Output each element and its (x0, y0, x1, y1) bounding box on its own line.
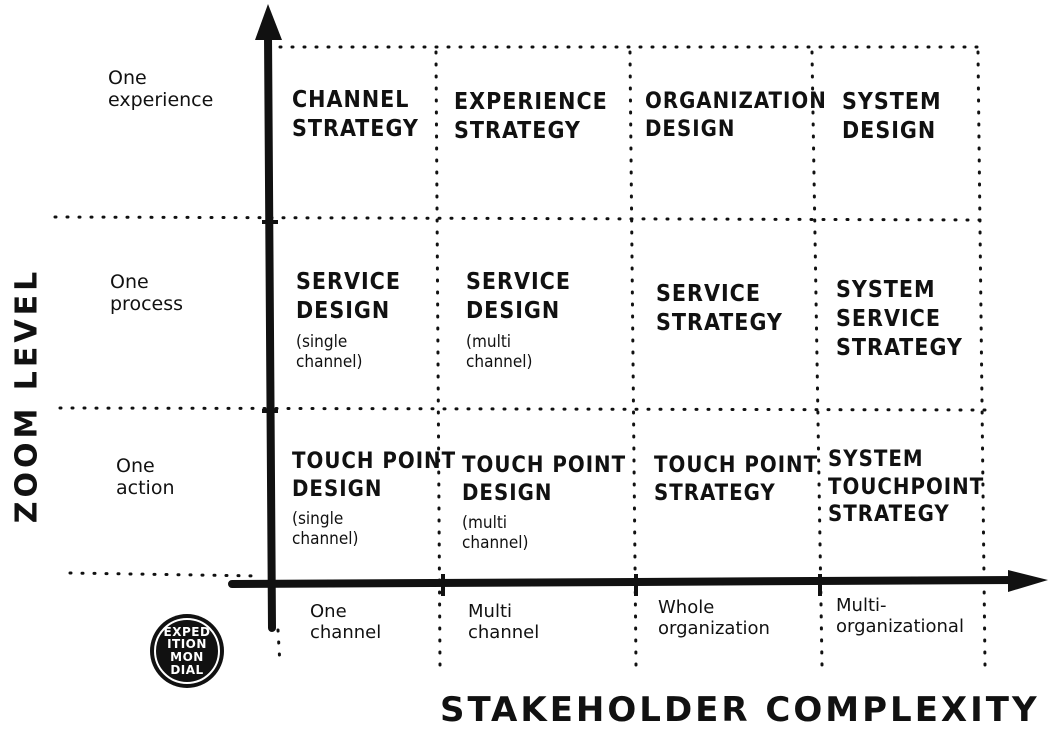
y-axis-line (264, 31, 276, 632)
cell-title: TOUCH POINT DESIGN (462, 453, 627, 506)
grid-line-row2 (58, 406, 987, 412)
y-axis-title: ZOOM LEVEL (6, 265, 48, 525)
cell-touch-point-design-single: TOUCH POINT DESIGN (single channel) (292, 448, 456, 550)
row-label-process: One process (110, 271, 184, 315)
expedition-mondial-logo: EXPED ITION MON DIAL (150, 614, 224, 688)
logo-text-line: EXPED (163, 624, 211, 639)
row-label-action: One action (116, 455, 175, 499)
grid-line-right (976, 50, 987, 667)
cell-service-design-single: SERVICE DESIGN (single channel) (296, 268, 401, 372)
cell-organization-design: ORGANIZATION DESIGN (645, 88, 827, 143)
cell-touch-point-strategy: TOUCH POINT STRATEGY (654, 452, 818, 507)
column-label-multi-organizational: Multi- organizational (836, 595, 964, 637)
logo-ring (154, 618, 220, 684)
column-label-whole-organization: Whole organization (658, 597, 770, 639)
row-label-experience: One experience (108, 67, 214, 111)
grid-line-col1 (434, 50, 442, 667)
cell-touch-point-design-multi: TOUCH POINT DESIGN (multi channel) (462, 452, 626, 554)
cell-title: TOUCH POINT DESIGN (292, 449, 457, 502)
cell-system-touchpoint-strategy: SYSTEM TOUCHPOINT STRATEGY (828, 446, 984, 529)
grid-line-row1 (53, 215, 987, 222)
logo-text-line: ITION (167, 637, 207, 652)
cell-system-service-strategy: SYSTEM SERVICE STRATEGY (836, 276, 963, 362)
column-label-multi-channel: Multi channel (468, 601, 540, 643)
logo-text-line: MON (170, 650, 204, 664)
cell-service-strategy: SERVICE STRATEGY (656, 280, 783, 338)
cell-experience-strategy: EXPERIENCE STRATEGY (454, 88, 608, 146)
logo-text-line: DIAL (170, 662, 204, 677)
cell-title: EXPERIENCE STRATEGY (454, 89, 608, 144)
grid-line-col2 (628, 50, 638, 667)
cell-note: (single channel) (292, 509, 359, 550)
cell-title: CHANNEL STRATEGY (292, 87, 419, 142)
grid-line-left-ext (276, 628, 282, 667)
grid-line-row3 (68, 571, 262, 578)
y-axis-title-text: ZOOM LEVEL (9, 267, 45, 523)
cell-service-design-multi: SERVICE DESIGN (multi channel) (466, 268, 571, 372)
x-axis-title: STAKEHOLDER COMPLEXITY (440, 690, 1040, 730)
cell-channel-strategy: CHANNEL STRATEGY (292, 86, 419, 144)
cell-title: SERVICE DESIGN (466, 269, 572, 324)
y-axis-arrowhead (255, 4, 282, 40)
cell-note: (multi channel) (462, 513, 529, 554)
column-label-one-channel: One channel (310, 601, 382, 643)
cell-system-design: SYSTEM DESIGN (842, 88, 942, 146)
grid-line-col3 (810, 50, 824, 667)
cell-title: TOUCH POINT STRATEGY (654, 453, 819, 506)
cell-title: SYSTEM DESIGN (842, 89, 942, 144)
cell-title: ORGANIZATION DESIGN (645, 89, 827, 142)
cell-title: SYSTEM SERVICE STRATEGY (836, 277, 963, 361)
x-axis-line (228, 576, 1024, 588)
cell-title: SYSTEM TOUCHPOINT STRATEGY (828, 447, 985, 527)
cell-title: SERVICE STRATEGY (656, 281, 783, 336)
cell-note: (single channel) (296, 331, 363, 372)
cell-title: SERVICE DESIGN (296, 269, 402, 324)
x-axis-arrowhead (1008, 570, 1048, 592)
cell-note: (multi channel) (466, 331, 533, 372)
